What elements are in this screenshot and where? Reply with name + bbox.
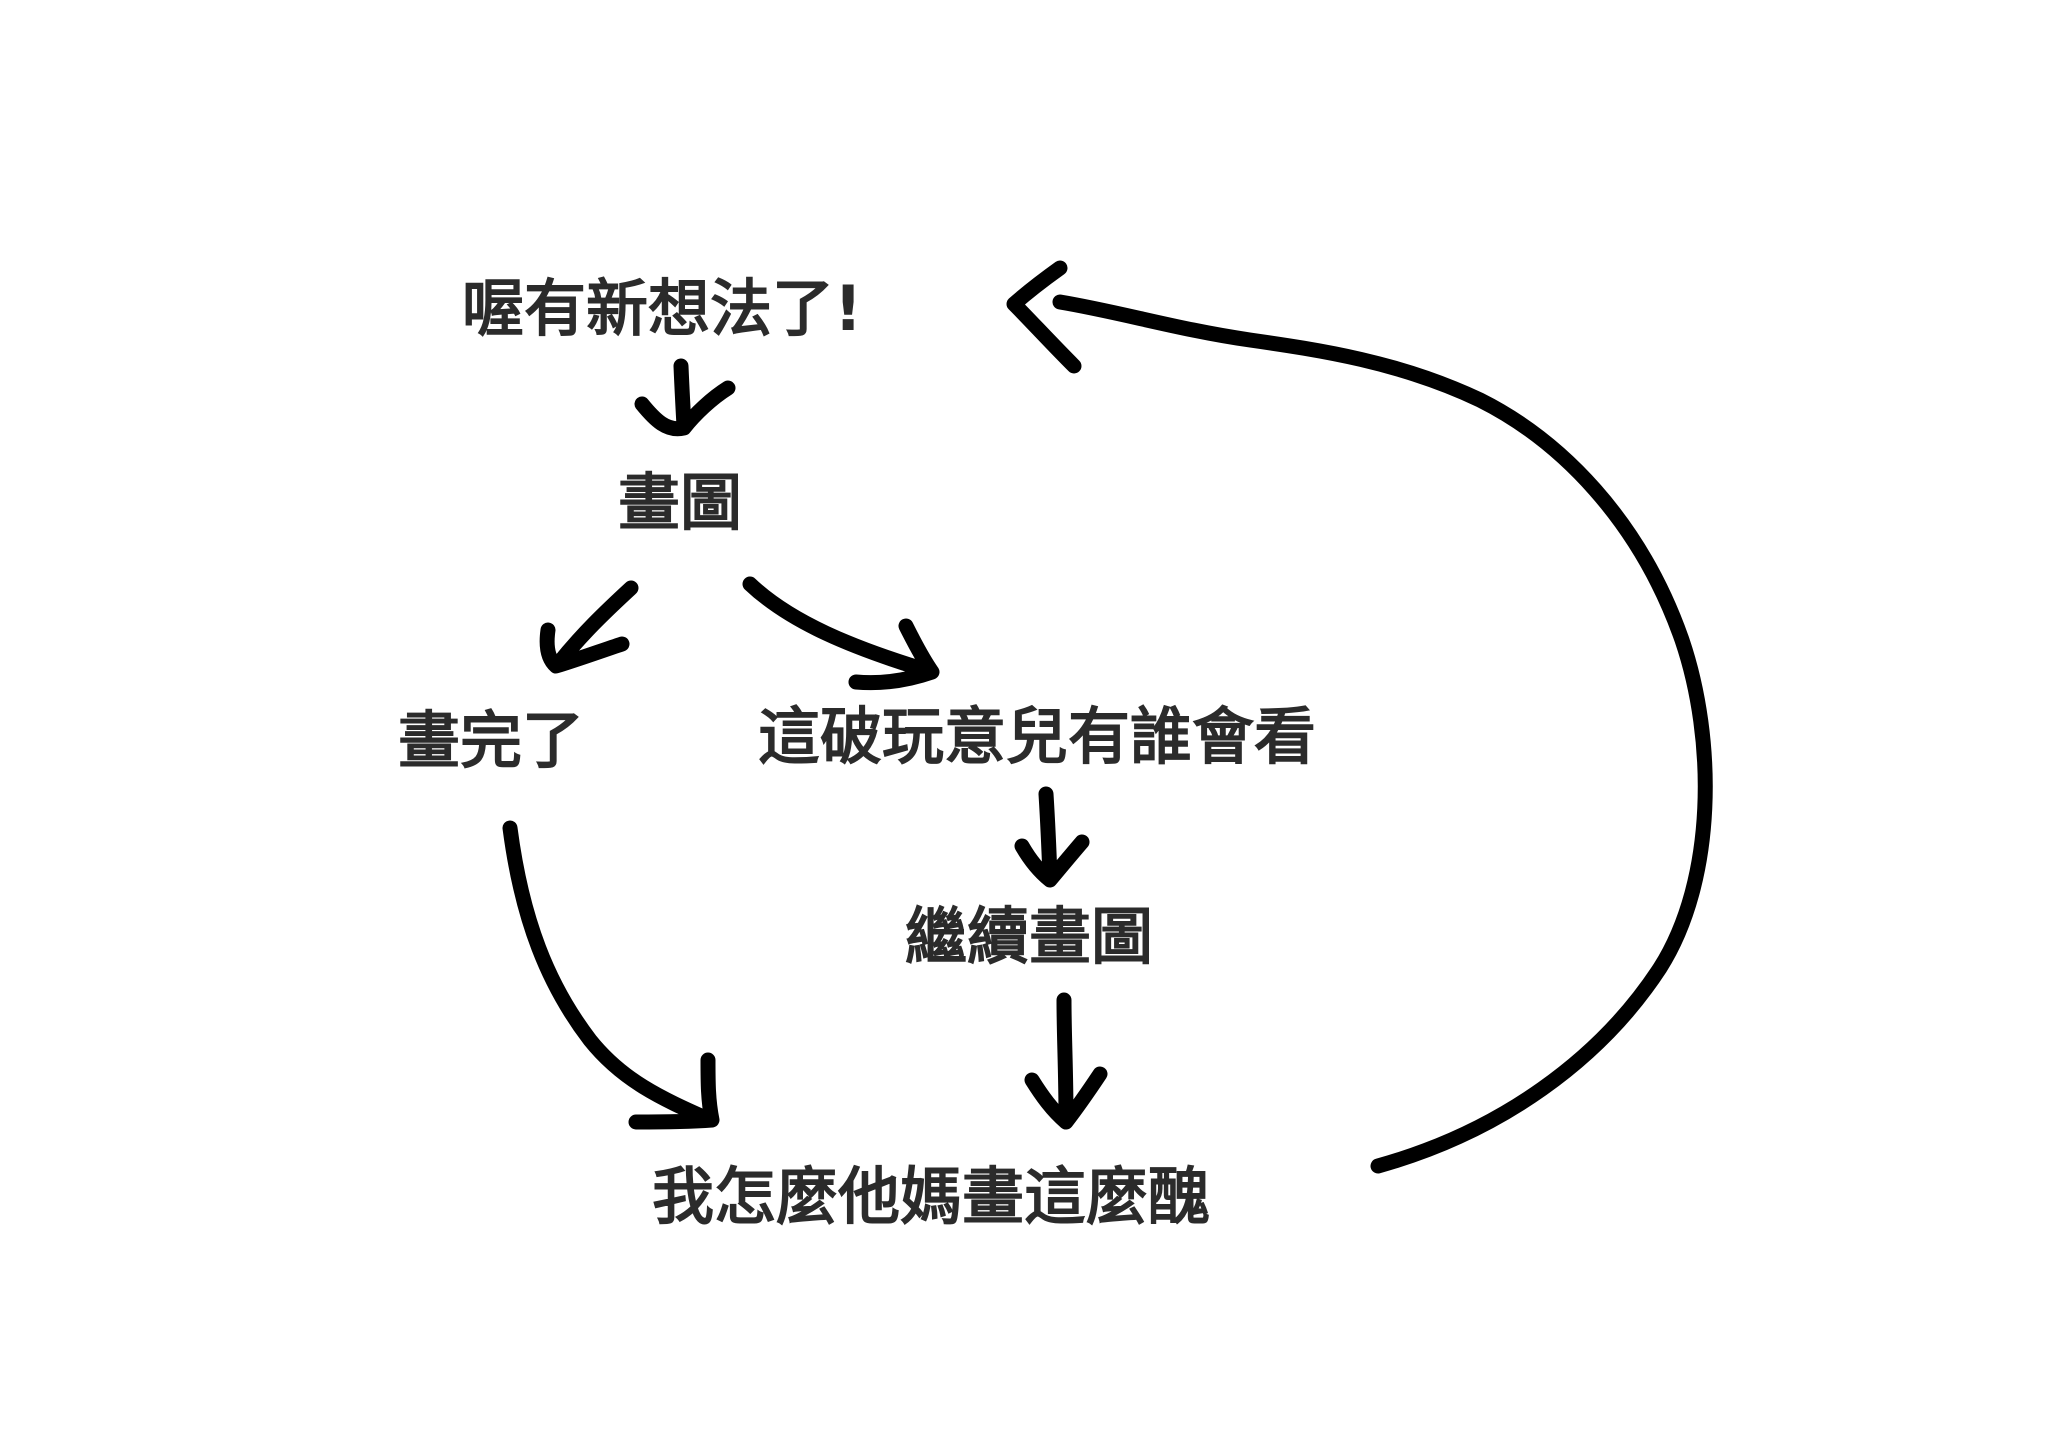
arrow-continue-to-ugly [1024, 992, 1108, 1130]
arrow-draw-to-done [539, 580, 639, 674]
node-idea: 喔有新想法了! [462, 272, 863, 345]
node-done: 畫完了 [398, 704, 585, 777]
arrow-done-to-ugly [502, 820, 720, 1130]
node-continue: 繼續畫圖 [905, 900, 1154, 973]
arrow-doubt-to-continue [1014, 786, 1090, 888]
node-ugly: 我怎麼他媽畫這麼醜 [652, 1160, 1211, 1233]
arrow-ugly-to-idea [1006, 260, 1713, 1174]
arrow-idea-to-draw [634, 358, 736, 437]
node-doubt: 這破玩意兒有誰會看 [758, 700, 1317, 773]
arrow-draw-to-doubt [742, 576, 940, 691]
node-draw: 畫圖 [618, 466, 743, 539]
